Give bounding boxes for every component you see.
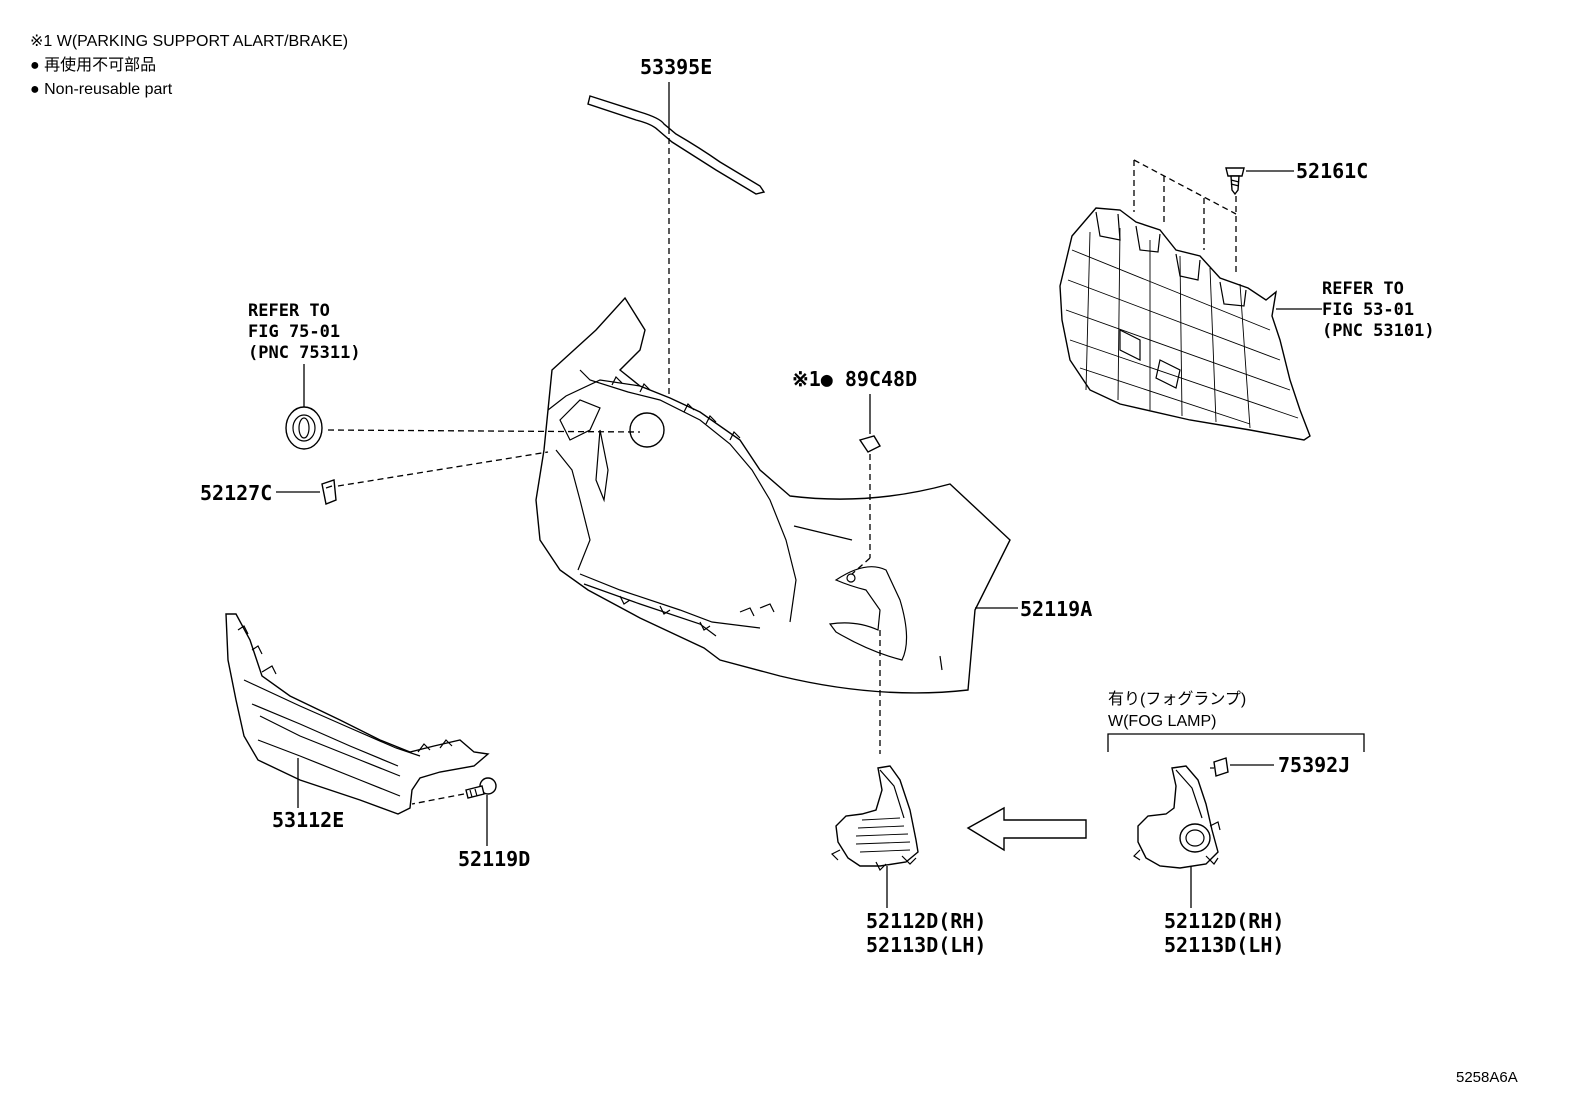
label-52112D-rh-a: 52112D(RH) <box>866 909 986 933</box>
dash-52127C <box>337 451 549 487</box>
label-52127C: 52127C <box>200 481 272 505</box>
ref-emblem-line2: FIG 75-01 <box>248 322 340 342</box>
label-52112D-rh-b: 52112D(RH) <box>1164 909 1284 933</box>
screw-52119D <box>465 777 497 799</box>
label-52119D: 52119D <box>458 847 530 871</box>
note-non-reusable-jp: ● 再使用不可部品 <box>30 56 156 74</box>
fog-cover-with-lamp <box>1133 765 1221 869</box>
ref-emblem-line3: (PNC 75311) <box>248 343 361 363</box>
dash-89C48D-b <box>851 557 871 575</box>
fog-option-jp: 有り(フォグランプ) <box>1108 690 1246 708</box>
sensor-bracket-89C48D <box>858 435 881 453</box>
diagram-id: 5258A6A <box>1456 1069 1518 1086</box>
clip-52127C <box>321 479 337 505</box>
dash-52119D <box>411 793 465 805</box>
lower-grille-53112E <box>225 613 490 815</box>
fog-option-en: W(FOG LAMP) <box>1108 713 1216 730</box>
ref-grille-line2: FIG 53-01 <box>1322 300 1414 320</box>
molding-strip-53395E <box>587 95 766 195</box>
label-52161C: 52161C <box>1296 159 1368 183</box>
screw-52161C <box>1225 167 1245 196</box>
label-89C48D: ※1● 89C48D <box>792 367 917 391</box>
ref-emblem-line1: REFER TO <box>248 301 330 321</box>
label-75392J: 75392J <box>1278 753 1350 777</box>
note-non-reusable-en: ● Non-reusable part <box>30 81 173 98</box>
label-53395E: 53395E <box>640 55 712 79</box>
label-52113D-lh-b: 52113D(LH) <box>1164 933 1284 957</box>
fog-option-bracket <box>1107 733 1365 752</box>
ref-grille-line3: (PNC 53101) <box>1322 321 1435 341</box>
ref-grille-line1: REFER TO <box>1322 279 1404 299</box>
note-parking-support: ※1 W(PARKING SUPPORT ALART/BRAKE) <box>30 33 348 50</box>
clip-75392J <box>1210 757 1229 777</box>
fog-cover-no-lamp <box>830 765 919 872</box>
replace-arrow-icon <box>966 806 1087 852</box>
label-52113D-lh-a: 52113D(LH) <box>866 933 986 957</box>
emblem-part <box>285 406 323 450</box>
dash-grille-4 <box>1133 159 1237 215</box>
grille-part <box>1059 207 1311 441</box>
dash-emblem <box>327 429 641 433</box>
label-53112E: 53112E <box>272 808 344 832</box>
label-52119A: 52119A <box>1020 597 1092 621</box>
bumper-cover-52119A <box>535 296 1011 694</box>
